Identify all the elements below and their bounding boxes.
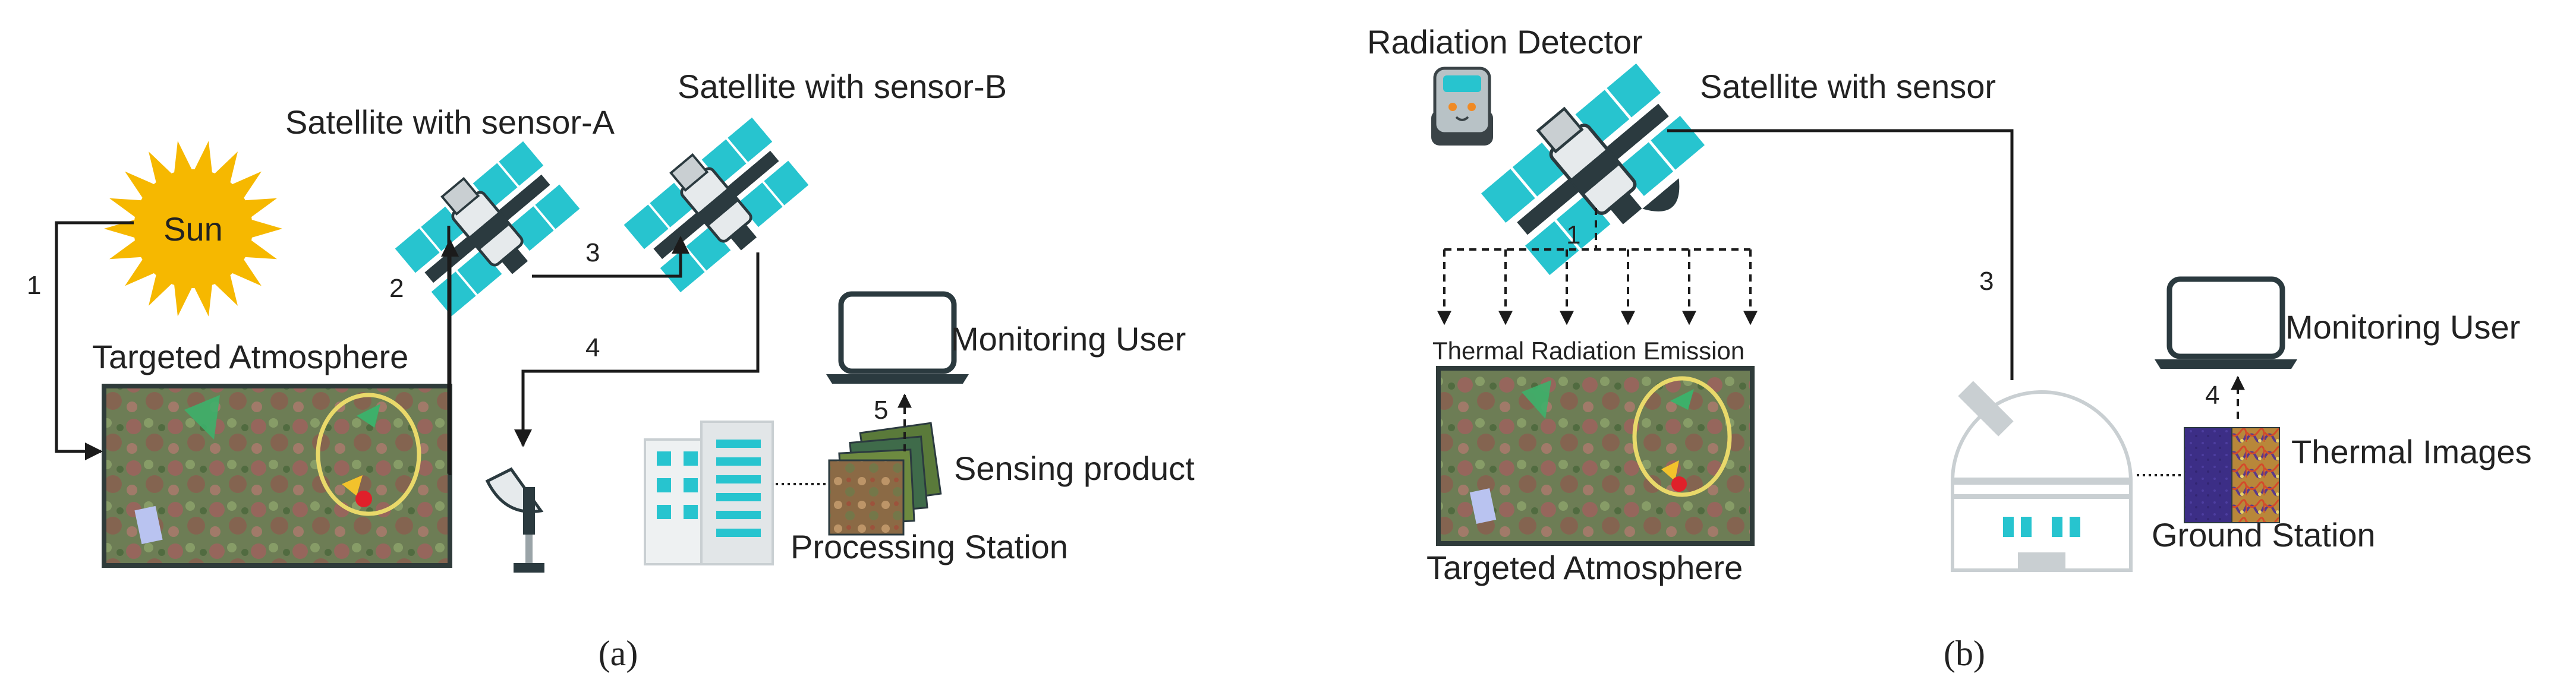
satellite-a-icon — [388, 133, 585, 322]
satellite-dish-icon — [485, 467, 544, 573]
step-2-label-a: 2 — [389, 274, 404, 303]
step-5-label-a: 5 — [874, 396, 888, 425]
processing-station-label: Processing Station — [791, 528, 1068, 565]
emission-label: Thermal Radiation Emission — [1432, 337, 1744, 365]
satellite-b-icon — [617, 109, 814, 298]
targeted-atmosphere-image-b — [1436, 366, 1755, 546]
arrow-3-b — [1667, 129, 2014, 380]
emission-lines — [1444, 208, 1750, 251]
satellite-b-label: Satellite with sensor-B — [678, 68, 1007, 105]
caption-b: (b) — [1944, 634, 1985, 673]
step-3-label-b: 3 — [1979, 267, 1994, 296]
caption-a: (a) — [599, 634, 638, 673]
monitoring-user-label-a: Monitoring User — [951, 320, 1186, 358]
step-4-label-b: 4 — [2205, 381, 2219, 410]
sensing-product-label: Sensing product — [954, 450, 1195, 487]
sensor-dish-icon — [1642, 178, 1680, 211]
panel-b: Radiation Detector Satellite with sensor… — [1367, 23, 2532, 673]
panel-a: Sun Targeted Atmosphere Satellite with s… — [27, 68, 1195, 673]
monitoring-user-label-b: Monitoring User — [2285, 308, 2520, 346]
thermal-images — [2184, 427, 2280, 523]
arrow-1 — [55, 221, 134, 460]
radiation-detector-icon — [1431, 67, 1493, 146]
sun-icon — [104, 141, 282, 317]
step-4-label-a: 4 — [585, 333, 600, 362]
satellite-b-panel-icon — [1473, 53, 1711, 282]
target-label-b: Targeted Atmosphere — [1426, 549, 1743, 586]
processing-station-icon — [644, 421, 774, 565]
sensing-product-image — [828, 422, 942, 536]
satellite-sensor-label: Satellite with sensor — [1700, 68, 1996, 105]
thermal-images-label: Thermal Images — [2291, 433, 2532, 470]
arrow-3 — [532, 236, 689, 278]
step-1-label-a: 1 — [27, 271, 41, 300]
satellite-a-label: Satellite with sensor-A — [285, 103, 615, 141]
emission-arrows — [1437, 249, 1758, 325]
laptop-icon-b — [2155, 279, 2297, 369]
step-3-label-a: 3 — [585, 238, 600, 267]
laptop-icon-a — [826, 294, 969, 384]
step-1-label-b: 1 — [1566, 220, 1580, 249]
ground-station-icon — [1950, 381, 2133, 572]
arrow-4 — [514, 252, 760, 447]
target-label-a: Targeted Atmosphere — [92, 338, 408, 375]
targeted-atmosphere-image — [102, 384, 452, 568]
radiation-detector-label: Radiation Detector — [1367, 23, 1643, 61]
sun-label: Sun — [163, 210, 223, 248]
